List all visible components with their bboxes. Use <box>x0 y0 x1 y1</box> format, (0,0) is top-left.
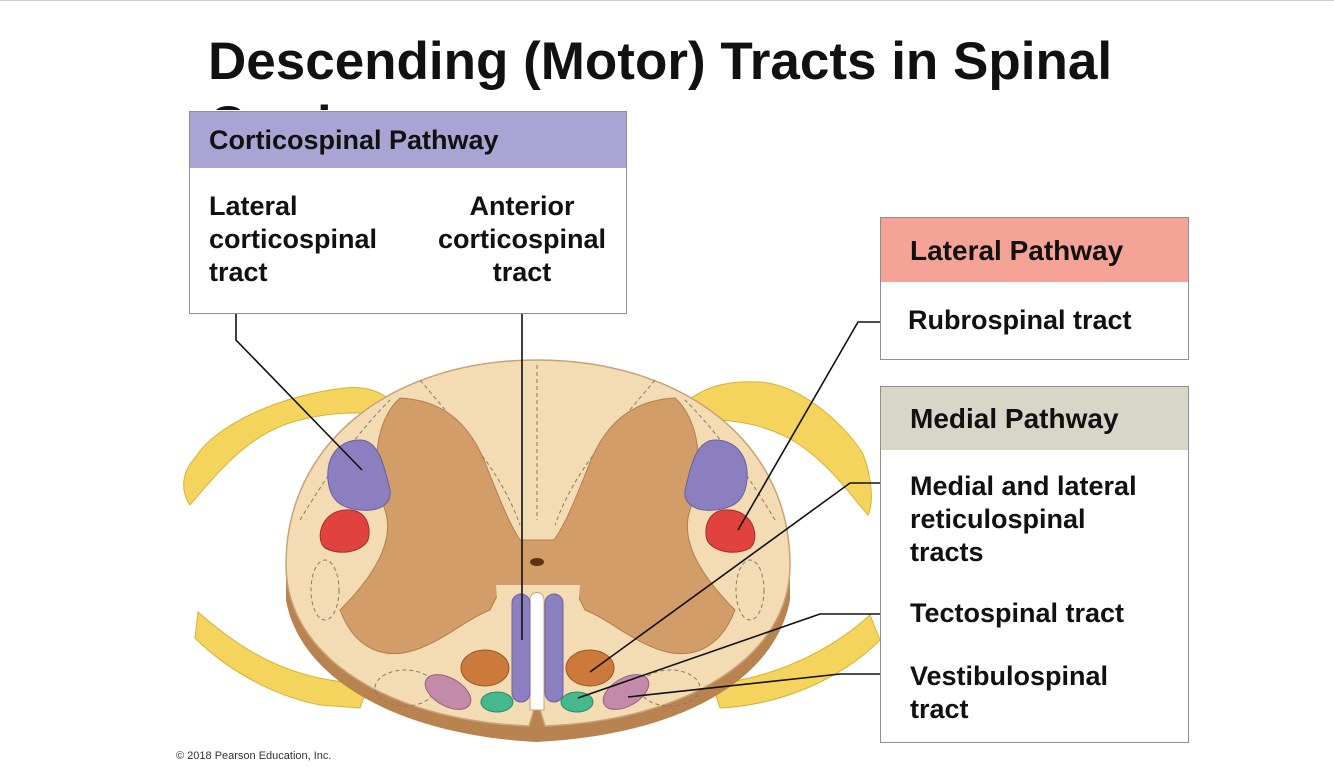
right-dorsal-nerve-root <box>681 381 872 516</box>
slide-title-overflow: Cord <box>208 96 358 110</box>
anterior-corticospinal-tract-left <box>511 593 531 703</box>
anterior-median-fissure <box>529 592 545 711</box>
vestibulospinal-tract-left <box>424 674 472 710</box>
lateral-corticospinal-label: Lateral corticospinal tract <box>209 191 378 287</box>
corticospinal-pathway-box: Corticospinal Pathway <box>189 111 627 314</box>
lateral-corticospinal-tract-right <box>684 439 748 511</box>
medial-pathway-box: Medial Pathway <box>880 386 1189 743</box>
reticulospinal-label: Medial and lateral reticulospinal tracts <box>910 471 1137 567</box>
top-border <box>0 0 1334 1</box>
lateral-pathway-box: Lateral Pathway <box>880 217 1189 360</box>
vestibulospinal-label: Vestibulospinal tract <box>910 661 1109 724</box>
anterior-corticospinal-tract-right <box>544 593 564 703</box>
rubrospinal-label: Rubrospinal tract <box>908 305 1132 335</box>
central-canal <box>530 558 544 566</box>
copyright-notice: © 2018 Pearson Education, Inc. <box>176 750 332 762</box>
reticulospinal-tract-right <box>565 649 615 687</box>
tract-boundaries <box>299 365 776 707</box>
anterior-corticospinal-label: Anterior corticospinal tract <box>437 191 607 287</box>
rubrospinal-tract-left <box>319 509 370 553</box>
corticospinal-pathway-header: Corticospinal Pathway <box>190 112 626 168</box>
left-ventral-nerve-root <box>194 610 369 709</box>
lateral-pathway-header: Lateral Pathway <box>881 218 1188 282</box>
lateral-corticospinal-tract-left <box>327 439 391 511</box>
tectospinal-label: Tectospinal tract <box>910 598 1125 628</box>
leader-tectospinal <box>577 613 900 699</box>
tectospinal-tract-right <box>560 691 594 713</box>
grey-matter <box>339 397 736 655</box>
reticulospinal-tract-left <box>460 649 510 687</box>
slide-title: Descending (Motor) Tracts in Spinal <box>208 32 1113 91</box>
medial-pathway-header: Medial Pathway <box>881 387 1188 450</box>
tectospinal-tract-left <box>480 691 514 713</box>
vestibulospinal-tract-right <box>602 674 650 710</box>
